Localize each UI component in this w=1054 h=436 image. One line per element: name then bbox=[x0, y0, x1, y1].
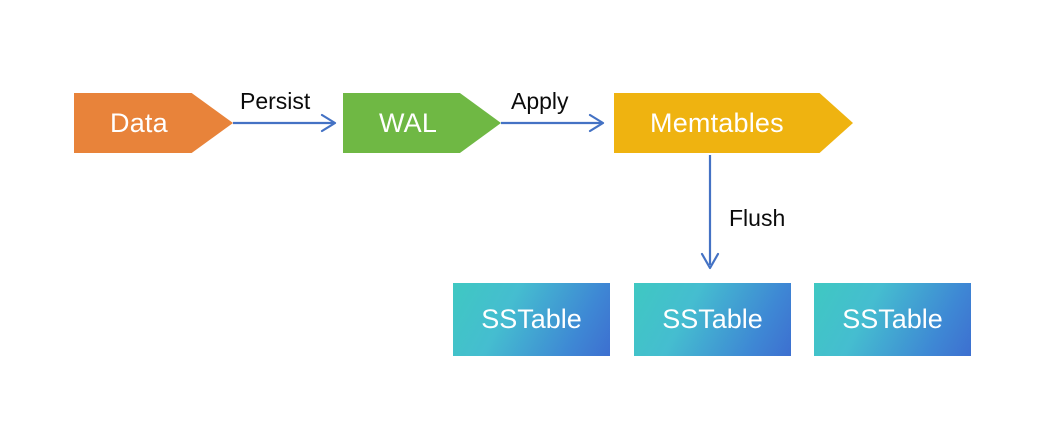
edge-apply-label: Apply bbox=[511, 88, 569, 114]
node-wal[interactable]: WAL bbox=[343, 93, 501, 153]
node-sstable-2[interactable]: SSTable bbox=[634, 283, 791, 356]
edge-persist-arrow bbox=[233, 113, 337, 133]
node-wal-label: WAL bbox=[379, 107, 438, 138]
edge-persist-label: Persist bbox=[240, 88, 311, 114]
edge-flush-arrow bbox=[700, 155, 720, 270]
node-memtables-label: Memtables bbox=[650, 107, 784, 138]
node-sstable-2-label: SSTable bbox=[662, 304, 763, 334]
node-sstable-3[interactable]: SSTable bbox=[814, 283, 971, 356]
node-data[interactable]: Data bbox=[74, 93, 233, 153]
edge-flush-label: Flush bbox=[729, 205, 786, 231]
edge-apply-arrow bbox=[501, 113, 605, 133]
node-data-label: Data bbox=[110, 107, 168, 138]
node-sstable-3-label: SSTable bbox=[842, 304, 943, 334]
node-sstable-1[interactable]: SSTable bbox=[453, 283, 610, 356]
node-sstable-1-label: SSTable bbox=[481, 304, 582, 334]
node-memtables[interactable]: Memtables bbox=[614, 93, 853, 153]
